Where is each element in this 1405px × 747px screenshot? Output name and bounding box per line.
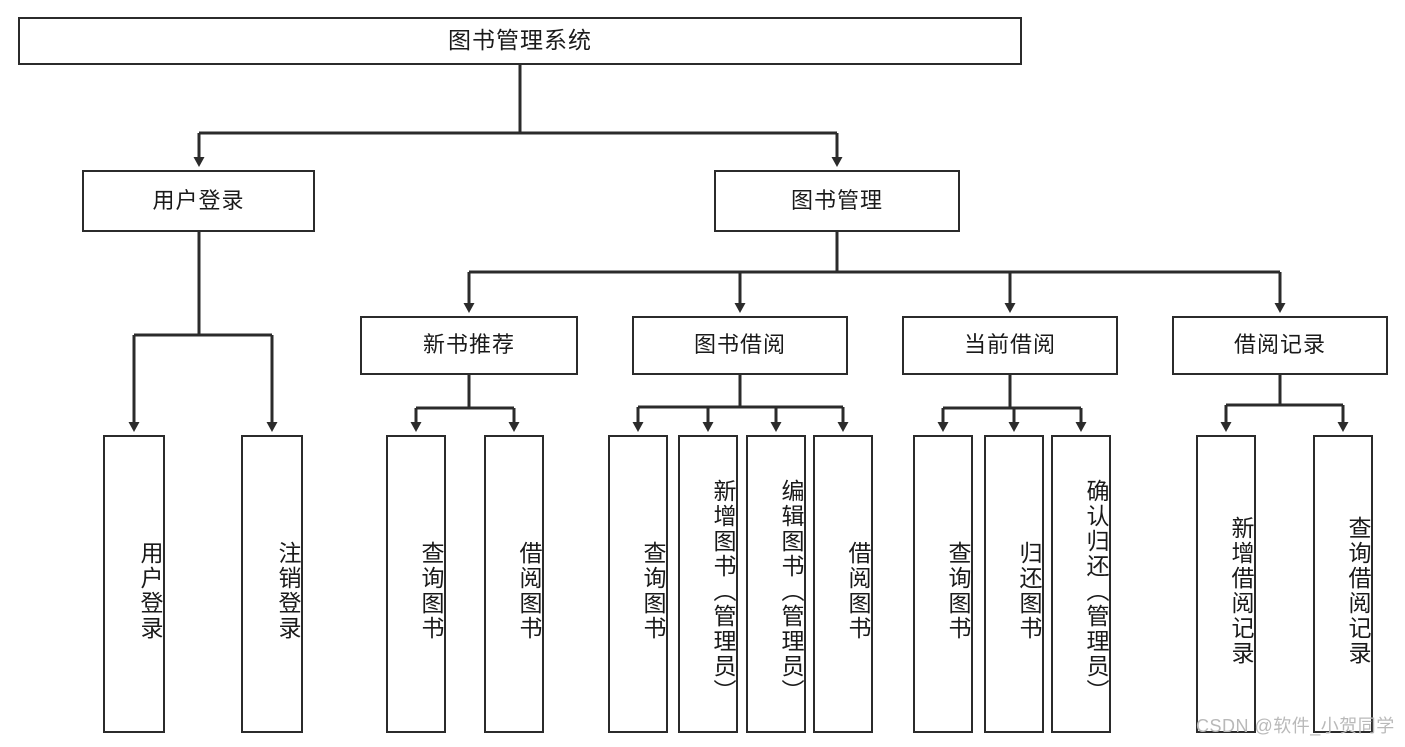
leaf-add-book-admin[interactable]: 新增图书（管理员） bbox=[678, 435, 738, 733]
leaf-label: 用户登录 bbox=[137, 541, 163, 641]
leaf-edit-book-admin[interactable]: 编辑图书（管理员） bbox=[746, 435, 806, 733]
leaf-add-borrow-record[interactable]: 新增借阅记录 bbox=[1196, 435, 1256, 733]
leaf-label: 查询借阅记录 bbox=[1345, 516, 1371, 666]
node-level3-current-borrow[interactable]: 当前借阅 bbox=[902, 316, 1118, 375]
leaf-label: 借阅图书 bbox=[845, 541, 871, 641]
node-level3-borrow-record[interactable]: 借阅记录 bbox=[1172, 316, 1388, 375]
leaf-label: 编辑图书（管理员） bbox=[778, 478, 804, 704]
leaf-borrow-book[interactable]: 借阅图书 bbox=[813, 435, 873, 733]
leaf-label: 查询图书 bbox=[418, 541, 444, 641]
leaf-query-book-current[interactable]: 查询图书 bbox=[913, 435, 973, 733]
leaf-query-book-borrow[interactable]: 查询图书 bbox=[608, 435, 668, 733]
leaf-user-login[interactable]: 用户登录 bbox=[103, 435, 165, 733]
leaf-label: 注销登录 bbox=[275, 541, 301, 641]
leaf-label: 确认归还（管理员） bbox=[1083, 478, 1109, 704]
leaf-label: 借阅图书 bbox=[516, 541, 542, 641]
leaf-confirm-return-admin[interactable]: 确认归还（管理员） bbox=[1051, 435, 1111, 733]
leaf-logout[interactable]: 注销登录 bbox=[241, 435, 303, 733]
leaf-query-book-recommend[interactable]: 查询图书 bbox=[386, 435, 446, 733]
leaf-label: 新增借阅记录 bbox=[1228, 516, 1254, 666]
leaf-borrow-book-recommend[interactable]: 借阅图书 bbox=[484, 435, 544, 733]
node-level3-book-borrow[interactable]: 图书借阅 bbox=[632, 316, 848, 375]
node-level2-book-management[interactable]: 图书管理 bbox=[714, 170, 960, 232]
leaf-label: 新增图书（管理员） bbox=[710, 478, 736, 704]
node-root-system[interactable]: 图书管理系统 bbox=[18, 17, 1022, 65]
leaf-label: 归还图书 bbox=[1016, 541, 1042, 641]
leaf-label: 查询图书 bbox=[945, 541, 971, 641]
leaf-query-borrow-record[interactable]: 查询借阅记录 bbox=[1313, 435, 1373, 733]
node-level2-user-login[interactable]: 用户登录 bbox=[82, 170, 315, 232]
leaf-return-book[interactable]: 归还图书 bbox=[984, 435, 1044, 733]
node-level3-new-book-recommend[interactable]: 新书推荐 bbox=[360, 316, 578, 375]
leaf-label: 查询图书 bbox=[640, 541, 666, 641]
